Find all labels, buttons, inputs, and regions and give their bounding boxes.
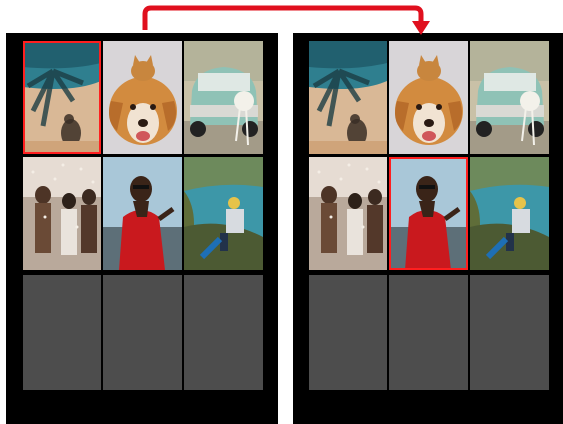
grid-cell-empty[interactable] <box>184 275 263 390</box>
palm-shadow-beach-photo <box>23 41 101 154</box>
palm-shadow-beach-photo <box>309 41 387 154</box>
grid-cell-woman-sunglasses[interactable] <box>103 157 182 270</box>
coastal-cliff-photo <box>184 157 263 270</box>
grid-cell-empty[interactable] <box>309 275 387 390</box>
vintage-car-photo <box>184 41 263 154</box>
vintage-car-photo <box>470 41 549 154</box>
arrow-down-icon <box>0 0 563 40</box>
grid-cell-coastal-cliff[interactable] <box>184 157 263 270</box>
dog-with-cat-photo <box>389 41 468 154</box>
confetti-party-photo <box>309 157 387 270</box>
grid-cell-vintage-car[interactable] <box>184 41 263 154</box>
grid-cell-empty[interactable] <box>470 275 549 390</box>
grid-cell-empty[interactable] <box>103 275 182 390</box>
grid-cell-coastal-cliff[interactable] <box>470 157 549 270</box>
before-panel <box>6 33 278 424</box>
confetti-party-photo <box>23 157 101 270</box>
grid-cell-confetti-party[interactable] <box>309 157 387 270</box>
grid-cell-empty[interactable] <box>23 275 101 390</box>
after-panel <box>293 33 563 424</box>
coastal-cliff-photo <box>470 157 549 270</box>
grid-cell-empty[interactable] <box>389 275 468 390</box>
woman-sunglasses-photo <box>389 157 468 270</box>
grid-cell-dog-with-cat[interactable] <box>389 41 468 154</box>
grid-cell-woman-sunglasses[interactable] <box>389 157 468 270</box>
grid-cell-palm-shadow-beach[interactable] <box>309 41 387 154</box>
grid-cell-dog-with-cat[interactable] <box>103 41 182 154</box>
grid-cell-palm-shadow-beach[interactable] <box>23 41 101 154</box>
dog-with-cat-photo <box>103 41 182 154</box>
woman-sunglasses-photo <box>103 157 182 270</box>
grid-cell-vintage-car[interactable] <box>470 41 549 154</box>
grid-cell-confetti-party[interactable] <box>23 157 101 270</box>
